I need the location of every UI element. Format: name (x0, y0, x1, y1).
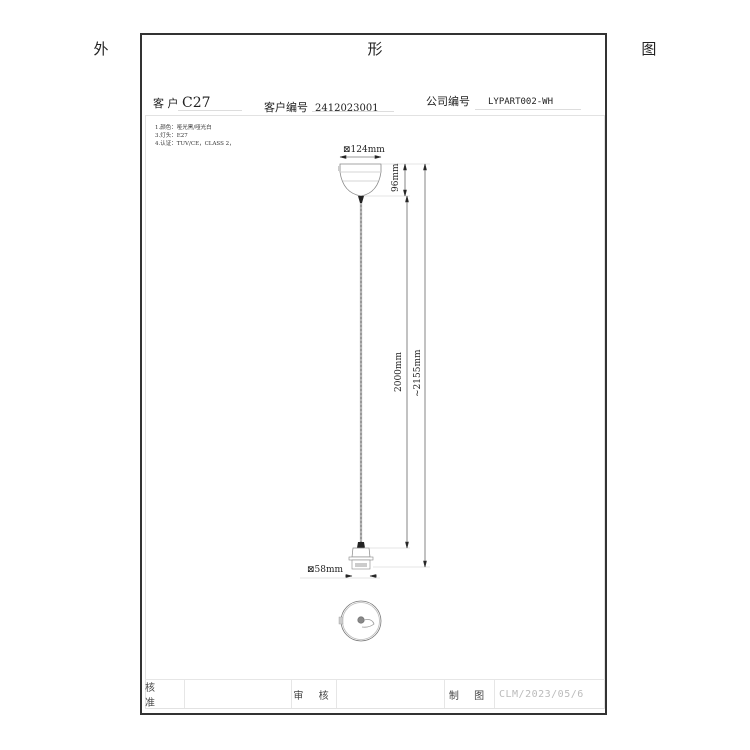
drawn-by-value: CLM/2023/05/6 (499, 688, 584, 700)
review-label: 审 核 (292, 680, 337, 708)
title-char: 图 (641, 40, 657, 58)
socket-diameter-label: ⊠58mm (307, 565, 344, 575)
note-socket: 3.灯头：E27 (155, 133, 188, 139)
canopy-diameter-label: ⊠124mm (343, 145, 385, 155)
company-number-label: 公司编号 (426, 95, 470, 108)
customer-number-field: 客户编号 2412023001 (264, 99, 379, 115)
canopy-bottom-view-icon (338, 600, 382, 642)
company-number-field: 公司编号 (426, 93, 470, 109)
drawn-by-label: 制 图 (445, 680, 495, 708)
total-length-label: ~2155mm (413, 349, 423, 397)
company-number-value-wrap: LYPART002-WH (488, 94, 553, 107)
company-number-underline (475, 109, 581, 110)
customer-label: 客 户 (153, 97, 179, 110)
approve-value (185, 680, 292, 708)
company-number-value: LYPART002-WH (488, 97, 554, 107)
drawing-area (145, 115, 605, 709)
canopy-icon (338, 163, 382, 203)
customer-number-underline (312, 111, 394, 112)
customer-field: 客 户 C27 (153, 95, 211, 111)
drawing-title: 外 形 图 (0, 38, 750, 59)
customer-number-label: 客户编号 (264, 101, 308, 114)
note-color: 1.颜色：哑光黑/哑光白 (155, 125, 212, 131)
review-value (337, 680, 445, 708)
title-char: 外 (93, 40, 109, 58)
title-block: 核 准 审 核 制 图 CLM/2023/05/6 (145, 679, 605, 709)
customer-value: C27 (182, 95, 211, 111)
cable-length-label: 2000mm (394, 352, 404, 392)
title-char: 形 (367, 40, 383, 58)
canopy-height-label: 96mm (391, 163, 401, 192)
customer-underline (178, 110, 242, 111)
note-certification: 4.认证：TUV/CE，CLASS 2， (155, 141, 235, 147)
drawing-frame (140, 33, 607, 715)
spec-notes: 1.颜色：哑光黑/哑光白 3.灯头：E27 4.认证：TUV/CE，CLASS … (155, 124, 235, 148)
customer-number-value: 2412023001 (315, 103, 379, 114)
socket-icon (348, 542, 374, 570)
approve-label: 核 准 (145, 680, 185, 709)
